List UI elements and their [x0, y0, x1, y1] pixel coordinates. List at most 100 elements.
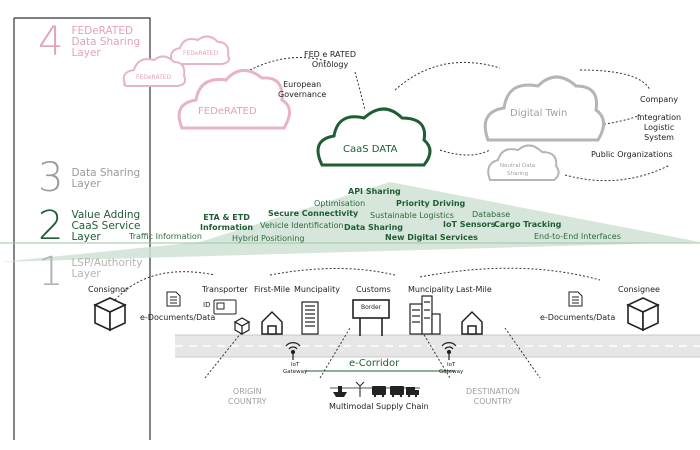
document-icon-right [568, 291, 583, 307]
service-iot-sensors: IoT Sensors [443, 220, 496, 229]
layer-3-label: Data Sharing Layer [71, 168, 140, 190]
eta-etd-line-1: ETA & ETD [203, 213, 250, 222]
governance-line-2: Governance [278, 90, 327, 99]
service-api-sharing: API Sharing [348, 187, 401, 196]
destination-country-label: DESTINATION COUNTRY [466, 387, 520, 407]
layer-2-number: 2 [38, 203, 64, 249]
layer-bracket [14, 17, 151, 440]
federated-small-2-label: FEDeRATED [136, 74, 172, 81]
caas-cloud-label: CaaS DATA [343, 144, 398, 155]
service-database: Database [472, 210, 511, 219]
package-icon [233, 317, 251, 336]
service-secure-connectivity: Secure Connectivity [268, 209, 359, 218]
layer-4-number: 4 [38, 19, 64, 65]
iot-antenna-icon-left [285, 342, 301, 360]
warehouse-icon-left [261, 310, 283, 335]
id-label: ID [203, 301, 211, 309]
origin-country-label: ORIGIN COUNTRY [228, 387, 267, 407]
consignee-box-icon [626, 297, 660, 332]
consignor-label: Consignor [88, 285, 129, 294]
iot-antenna-icon-right [441, 342, 457, 360]
building-icon-right [409, 295, 441, 335]
last-mile-label: Last-Mile [456, 285, 492, 294]
connector-caas-twin-low [439, 149, 491, 156]
road [175, 335, 700, 357]
governance-label: European Governance [278, 80, 326, 100]
neutral-cloud-label: Neutral Data Sharing [500, 162, 535, 178]
service-sustainable-logistics: Sustainable Logistics [370, 211, 454, 220]
layer-4-label: FEDeRATED Data Sharing Layer [71, 26, 140, 59]
ship-icon [333, 386, 347, 397]
ecorridor-label: e-Corridor [349, 358, 400, 369]
federated-cloud-large [177, 69, 291, 130]
origin-line-1: ORIGIN [232, 387, 262, 396]
layer-4-line-1: FEDeRATED [71, 25, 134, 37]
connector-ontology-caas [354, 71, 366, 111]
service-traffic-information: Traffic Information [129, 232, 202, 241]
first-mile-label: First-Mile [254, 285, 290, 294]
transporter-label: Transporter [202, 285, 248, 294]
layer-2-line-2: CaaS Service [71, 220, 141, 232]
integration-line-1: Integration [637, 113, 682, 122]
layer-3-number: 3 [38, 155, 64, 201]
neutral-line-2: Sharing [507, 171, 529, 177]
iot-gateway-left-line-2: Gateway [283, 369, 308, 375]
service-vehicle-identification: Vehicle Identification [260, 221, 344, 230]
service-hybrid-positioning: Hybrid Positioning [232, 234, 305, 243]
truck-icon [406, 387, 419, 398]
layer-4-line-3: Layer [71, 47, 101, 59]
service-optimisation: Optimisation [314, 199, 366, 208]
federated-cloud-small-1 [169, 35, 231, 65]
layer-3-line-2: Layer [71, 178, 101, 190]
service-layer-band [0, 182, 700, 262]
service-new-digital-services: New Digital Services [385, 233, 478, 242]
wind-turbine-icon [355, 381, 365, 397]
iot-gateway-right-line-1: IoT [446, 362, 456, 368]
document-icon-left [166, 291, 181, 307]
destination-line-2: COUNTRY [473, 397, 513, 406]
destination-border-left [419, 327, 451, 379]
layer-1-label: LSP/Authority Layer [71, 258, 142, 280]
service-eta-etd: ETA & ETD Information [200, 213, 253, 233]
iot-gateway-left-line-1: IoT [290, 362, 300, 368]
service-end-to-end: End-to-End Interfaces [534, 232, 621, 241]
connector-twin-company [579, 69, 651, 91]
service-data-sharing: Data Sharing [344, 223, 404, 232]
multimodal-label: Multimodal Supply Chain [329, 402, 429, 411]
service-priority-driving: Priority Driving [396, 199, 466, 208]
layer-1-line-2: Layer [71, 268, 101, 280]
connector-caas-twin [394, 61, 501, 91]
arc-firstmile-customs [269, 268, 396, 276]
integration-line-2: Logistic [643, 123, 675, 132]
origin-line-2: COUNTRY [228, 397, 267, 406]
train-icon [372, 386, 386, 398]
service-cargo-tracking: Cargo Tracking [494, 220, 562, 229]
public-orgs-label: Public Organizations [591, 150, 673, 159]
caas-cloud [316, 107, 432, 167]
digital-twin-label: Digital Twin [510, 108, 568, 119]
layer-2-line-1: Value Adding [71, 209, 141, 221]
digital-twin-cloud [483, 75, 605, 142]
connector-federated-ontology [249, 57, 331, 71]
muncipality-right-label: Muncipality [408, 285, 454, 294]
destination-line-1: DESTINATION [466, 387, 520, 396]
layer-4: 4 FEDeRATED Data Sharing Layer [38, 22, 140, 62]
eta-etd-line-2: Information [200, 223, 254, 232]
federated-large-label: FEDeRATED [198, 106, 257, 117]
border-label: Border [361, 304, 382, 311]
neutral-line-1: Neutral Data [500, 163, 536, 169]
layer-3: 3 Data Sharing Layer [38, 158, 140, 198]
ontology-label: FED e RATED Ontology [304, 50, 356, 70]
layer-4-line-2: Data Sharing [71, 36, 141, 48]
edocs-left-label: e-Documents/Data [140, 313, 216, 322]
layer-2: 2 Value Adding CaaS Service Layer [38, 206, 140, 246]
id-card-icon [213, 299, 237, 315]
origin-border-right [319, 327, 351, 379]
layer-1-number: 1 [38, 249, 64, 295]
federated-small-1-label: FEDeRATED [183, 50, 219, 57]
governance-line-1: European [283, 80, 322, 89]
layer-2-line-3: Layer [71, 231, 101, 243]
edocs-right-label: e-Documents/Data [540, 313, 616, 322]
origin-border-left [204, 327, 246, 379]
